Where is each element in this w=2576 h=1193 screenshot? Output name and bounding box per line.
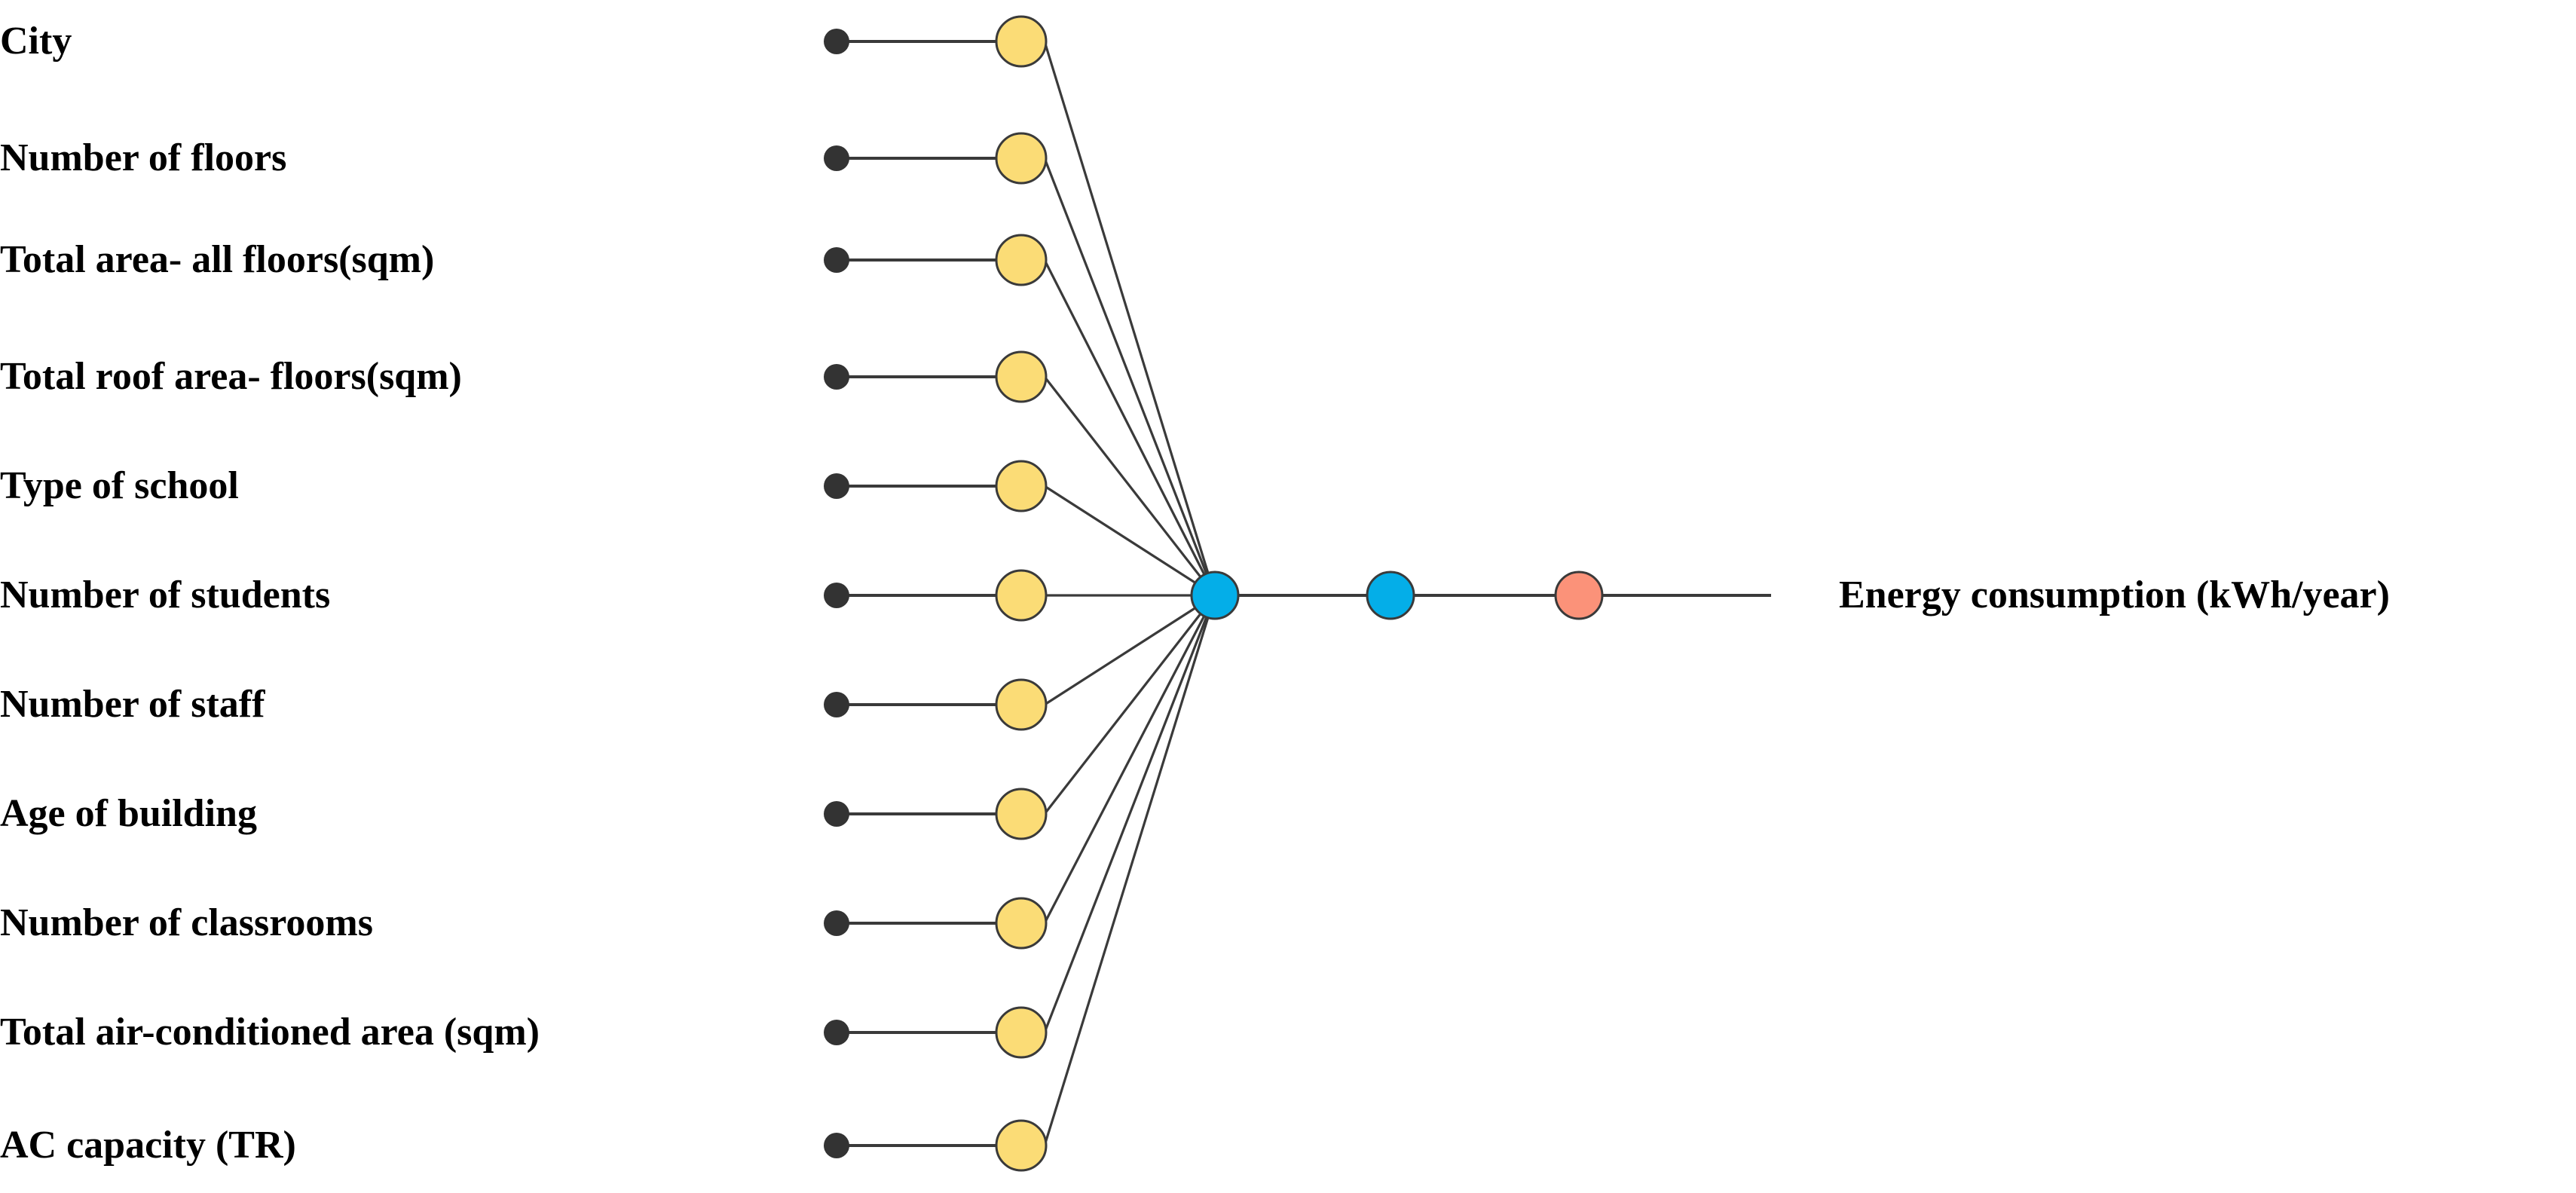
input-dot-2 <box>824 247 849 273</box>
hub-node[interactable] <box>1190 570 1240 620</box>
feature-label-4: Type of school <box>0 464 239 507</box>
input-node-2[interactable] <box>995 234 1048 286</box>
input-node-3[interactable] <box>995 350 1048 403</box>
output-label: Energy consumption (kWh/year) <box>1839 574 2390 616</box>
feature-label-2: Total area- all floors(sqm) <box>0 238 435 281</box>
edge-input-to-hub-2 <box>1043 259 1216 596</box>
edge-input-to-hub-1 <box>1043 158 1216 596</box>
input-dot-10 <box>824 1133 849 1158</box>
input-node-5[interactable] <box>995 569 1048 622</box>
edge-input-to-hub-0 <box>1043 41 1216 596</box>
input-node-4[interactable] <box>995 460 1048 512</box>
feature-label-3: Total roof area- floors(sqm) <box>0 355 462 398</box>
input-node-7[interactable] <box>995 788 1048 840</box>
input-node-10[interactable] <box>995 1119 1048 1172</box>
feature-label-6: Number of staff <box>0 683 265 726</box>
feature-label-8: Number of classrooms <box>0 901 373 944</box>
input-node-1[interactable] <box>995 132 1048 185</box>
input-dot-9 <box>824 1020 849 1045</box>
output-node[interactable] <box>1554 570 1604 620</box>
hidden-node-2[interactable] <box>1366 570 1415 620</box>
feature-label-1: Number of floors <box>0 136 287 179</box>
feature-label-9: Total air-conditioned area (sqm) <box>0 1011 540 1054</box>
input-dot-6 <box>824 692 849 717</box>
input-dot-3 <box>824 364 849 390</box>
feature-label-7: Age of building <box>0 792 257 835</box>
feature-label-0: City <box>0 20 72 63</box>
input-node-9[interactable] <box>995 1006 1048 1059</box>
feature-label-10: AC capacity (TR) <box>0 1124 296 1167</box>
input-dot-0 <box>824 29 849 54</box>
input-node-0[interactable] <box>995 15 1048 68</box>
edge-input-to-hub-6 <box>1044 594 1216 706</box>
input-node-6[interactable] <box>995 678 1048 731</box>
edge-input-to-hub-3 <box>1043 376 1216 596</box>
edge-input-to-hub-8 <box>1043 595 1216 924</box>
edge-input-to-hub-10 <box>1043 595 1216 1146</box>
input-node-8[interactable] <box>995 897 1048 950</box>
edge-input-to-hub-7 <box>1043 595 1216 815</box>
input-dot-5 <box>824 583 849 608</box>
input-dot-8 <box>824 910 849 936</box>
input-dot-1 <box>824 145 849 171</box>
input-dot-7 <box>824 801 849 827</box>
input-dot-4 <box>824 473 849 499</box>
edge-input-to-hub-4 <box>1044 485 1216 597</box>
edge-input-to-hub-9 <box>1043 595 1216 1033</box>
feature-label-5: Number of students <box>0 574 331 616</box>
